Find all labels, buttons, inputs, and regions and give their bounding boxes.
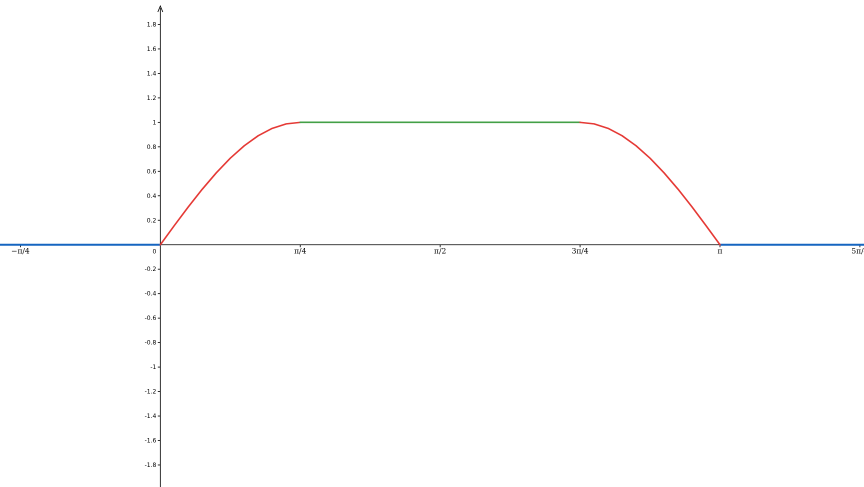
x-tick-label: 3π/4 xyxy=(572,247,589,256)
tick-marks xyxy=(20,24,861,466)
y-tick-label: 1.2 xyxy=(147,95,157,102)
x-tick-label: 5π/4 xyxy=(851,247,864,256)
y-tick-label: 1.4 xyxy=(147,70,157,77)
x-tick-label: π xyxy=(718,247,723,256)
y-tick-label: 1.8 xyxy=(147,21,157,28)
y-tick-label: -1 xyxy=(150,364,156,371)
y-tick-label: 0.6 xyxy=(147,168,157,175)
x-tick-label: −π/4 xyxy=(11,247,30,256)
y-tick-label: -1.4 xyxy=(145,413,157,420)
y-tick-label: 1 xyxy=(153,119,157,126)
series-line xyxy=(579,121,721,246)
y-tick-label: 0.4 xyxy=(147,193,157,200)
y-tick-label: 1.6 xyxy=(147,46,157,53)
series-line xyxy=(159,121,302,246)
x-tick-label: π/2 xyxy=(434,247,446,256)
series-lines xyxy=(0,121,864,246)
y-tick-label: -1.8 xyxy=(145,462,157,469)
x-tick-label: 0 xyxy=(153,249,157,256)
y-tick-label: -0.6 xyxy=(145,315,157,322)
y-axis-arrow xyxy=(157,4,164,13)
y-tick-label: -0.8 xyxy=(145,340,157,347)
y-tick-label: -1.2 xyxy=(145,389,157,396)
y-tick-label: 0.2 xyxy=(147,217,157,224)
y-tick-label: 0.8 xyxy=(147,144,157,151)
y-tick-label: -1.6 xyxy=(145,438,157,445)
y-tick-label: -0.4 xyxy=(145,291,157,298)
y-tick-label: -0.2 xyxy=(145,266,157,273)
x-tick-label: π/4 xyxy=(294,247,306,256)
tick-labels: 1.8 1.6 1.4 1.2 1 0.8 0.6 0.4 0.2 -0.2 -0.4 -0.6 -0.… xyxy=(11,21,864,469)
